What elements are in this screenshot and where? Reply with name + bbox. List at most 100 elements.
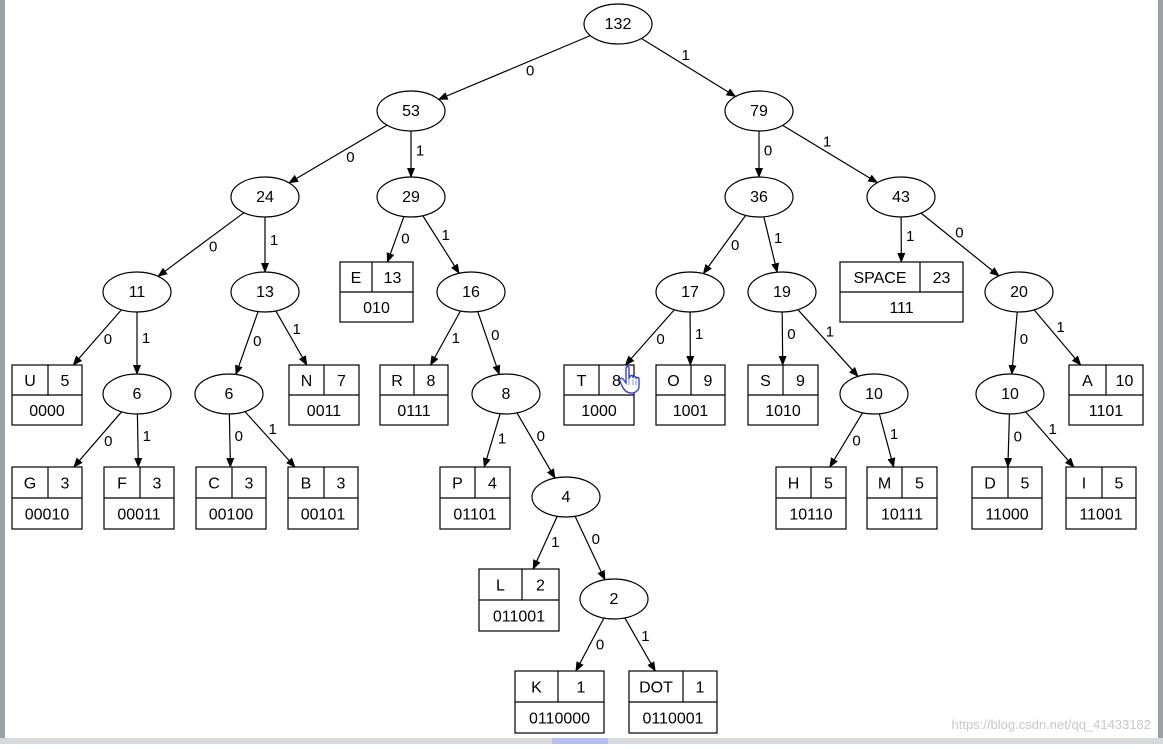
leaf-symbol: L [496,578,505,595]
tree-node-n17: 17 [656,272,724,312]
leaf-code: 0110000 [529,711,590,728]
leaf-weight: 23 [933,270,951,287]
tree-edge [517,413,555,478]
node-weight-label: 13 [256,284,274,301]
edge-bit-label: 0 [787,326,795,343]
leaf-symbol: I [1082,476,1086,493]
leaf-symbol: P [452,476,463,493]
leaf-code: 00011 [117,507,160,524]
leaf-symbol: M [878,476,891,493]
edge-bit-label: 0 [656,331,664,348]
leaf-weight: 8 [427,373,436,390]
leaf-symbol: O [667,373,679,390]
leaf-code: 1001 [673,403,709,420]
tree-node-n11: 11 [103,272,171,312]
leaf-weight: 5 [1021,476,1030,493]
tree-node-n16: 16 [437,272,505,312]
node-weight-label: 20 [1010,284,1028,301]
leaf-symbol: K [531,680,542,697]
tree-node-n10b: 10 [976,374,1044,414]
tree-node-n36: 36 [725,177,793,217]
tree-node-n6a: 6 [103,374,171,414]
edge-bit-label: 1 [142,330,150,347]
leaf-symbol: G [24,476,36,493]
node-weight-label: 8 [502,386,511,403]
tree-node-n79: 79 [725,91,793,131]
edge-bit-label: 0 [592,531,600,548]
tree-edge [423,216,459,274]
edge-bit-label: 1 [641,628,649,645]
edge-bit-label: 0 [346,149,354,166]
window-frame-right [1158,0,1163,744]
leaf-node-M: M 5 10111 [867,467,937,529]
leaf-weight: 4 [488,476,497,493]
node-weight-label: 2 [610,591,619,608]
leaf-code: 00101 [301,507,346,524]
node-weight-label: 79 [750,103,768,120]
leaf-weight: 5 [824,476,833,493]
leaf-weight: 2 [536,578,545,595]
edge-bit-label: 0 [253,333,261,350]
leaf-code: 11000 [985,507,1028,524]
tree-edge [73,310,121,365]
leaf-node-G: G 3 00010 [12,467,82,529]
tree-edge [626,310,675,365]
edge-bit-label: 1 [682,47,690,64]
leaf-weight: 3 [61,476,70,493]
edge-bit-label: 1 [498,431,506,448]
tree-node-n132: 132 [584,4,652,44]
tree-edge [1012,312,1017,374]
hand-pointer-cursor-icon [618,365,646,395]
node-weight-label: 53 [402,103,420,120]
edge-bit-label: 0 [764,142,772,159]
leaf-weight: 1 [696,680,705,697]
leaf-code: 0011 [307,403,342,420]
leaf-weight: 5 [1115,476,1124,493]
node-weight-label: 4 [562,489,571,506]
edge-bit-label: 0 [596,637,604,654]
tree-edge [137,414,138,467]
leaf-code: 01101 [453,507,496,524]
tree-node-n13: 13 [231,272,299,312]
node-weight-label: 24 [256,189,274,206]
edge-bit-label: 0 [491,327,499,344]
leaf-weight: 7 [337,373,346,390]
tree-node-n4: 4 [532,477,600,517]
tree-node-n19: 19 [748,272,816,312]
tree-edge [158,213,244,277]
leaf-code: 111 [889,300,913,317]
leaf-symbol: A [1082,373,1093,390]
leaf-symbol: E [351,270,362,287]
leaf-weight: 9 [704,373,713,390]
tree-edge [782,312,783,365]
edge-bit-label: 0 [1014,429,1022,446]
leaf-code: 1010 [765,403,801,420]
edge-bit-label: 1 [890,426,898,443]
leaf-code: 00100 [209,507,254,524]
tree-node-n8: 8 [472,374,540,414]
tree-edge [276,311,307,365]
leaf-weight: 5 [915,476,924,493]
node-weight-label: 10 [865,386,883,403]
edge-bit-label: 0 [852,432,860,449]
node-weight-label: 43 [892,189,910,206]
node-weight-label: 132 [605,16,632,33]
tree-node-n53: 53 [377,91,445,131]
node-weight-label: 19 [773,284,791,301]
leaf-symbol: N [301,373,313,390]
edge-bit-label: 0 [104,331,112,348]
leaf-symbol: C [208,476,220,493]
leaf-code: 00010 [25,507,70,524]
leaf-code: 10111 [881,507,923,524]
leaf-weight: 3 [245,476,254,493]
leaf-weight: 3 [153,476,162,493]
edge-bit-label: 1 [826,324,834,341]
leaf-code: 010 [363,300,390,317]
tree-edge [1008,414,1010,467]
